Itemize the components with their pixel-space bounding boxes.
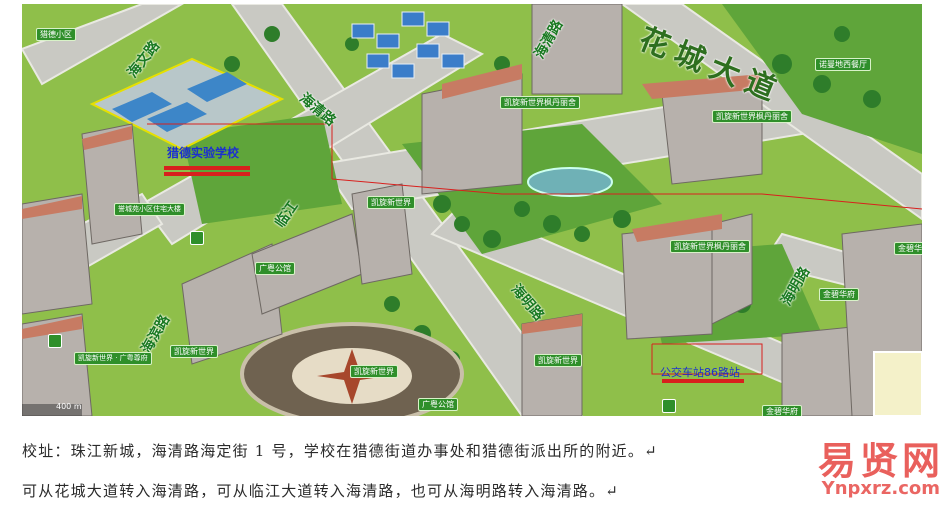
place-label[interactable]: 凯旋新世界 xyxy=(170,345,218,358)
map-pin-icon[interactable] xyxy=(48,334,62,348)
bus-stop-label[interactable]: 公交车站86路站 xyxy=(660,366,740,379)
watermark-url: Ynpxrz.com xyxy=(821,478,940,499)
place-label[interactable]: 猎德小区 xyxy=(36,28,76,41)
place-label[interactable]: 凯旋新世界枫丹丽舍 xyxy=(712,110,792,123)
place-label[interactable]: 金碧华府 xyxy=(819,288,859,301)
place-label[interactable]: 凯旋新世界 xyxy=(367,196,415,209)
city-map: 花城大道 海清路 海明路 海文路 临江 海清路 海滨路 海明路 猎德小区 凯旋新… xyxy=(22,4,922,416)
place-label[interactable]: 凯旋新世界 xyxy=(350,365,398,378)
address-line: 校址：珠江新城，海清路海定街 1 号，学校在猎德街道办事处和猎德街派出所的附近。… xyxy=(22,442,658,460)
place-label[interactable]: 金碧华府 xyxy=(762,405,802,416)
place-label[interactable]: 凯旋新世界 · 广粤尊府 xyxy=(74,352,152,365)
place-label[interactable]: 凯旋新世界 xyxy=(534,354,582,367)
place-label[interactable]: 凯旋新世界枫丹丽舍 xyxy=(500,96,580,109)
place-label[interactable]: 广粤公馆 xyxy=(255,262,295,275)
place-label[interactable]: 凯旋新世界枫丹丽舍 xyxy=(670,240,750,253)
watermark-logo: 易贤网 Ynpxrz.com xyxy=(816,430,944,510)
school-label[interactable]: 猎德实验学校 xyxy=(167,146,240,160)
map-pin-icon[interactable] xyxy=(662,399,676,413)
map-scale: 400 m xyxy=(56,402,82,411)
place-label[interactable]: 诺曼地西餐厅 xyxy=(815,58,871,71)
place-label[interactable]: 誉城苑小区住宅大楼 xyxy=(114,203,185,216)
place-label[interactable]: 广粤公馆 xyxy=(418,398,458,411)
directions-line: 可从花城大道转入海清路，可从临江大道转入海清路，也可从海明路转入海清路。↵ xyxy=(22,482,619,500)
watermark-text: 易贤网 xyxy=(817,439,944,483)
map-pin-icon[interactable] xyxy=(190,231,204,245)
place-label[interactable]: 金碧华府 xyxy=(894,242,922,255)
